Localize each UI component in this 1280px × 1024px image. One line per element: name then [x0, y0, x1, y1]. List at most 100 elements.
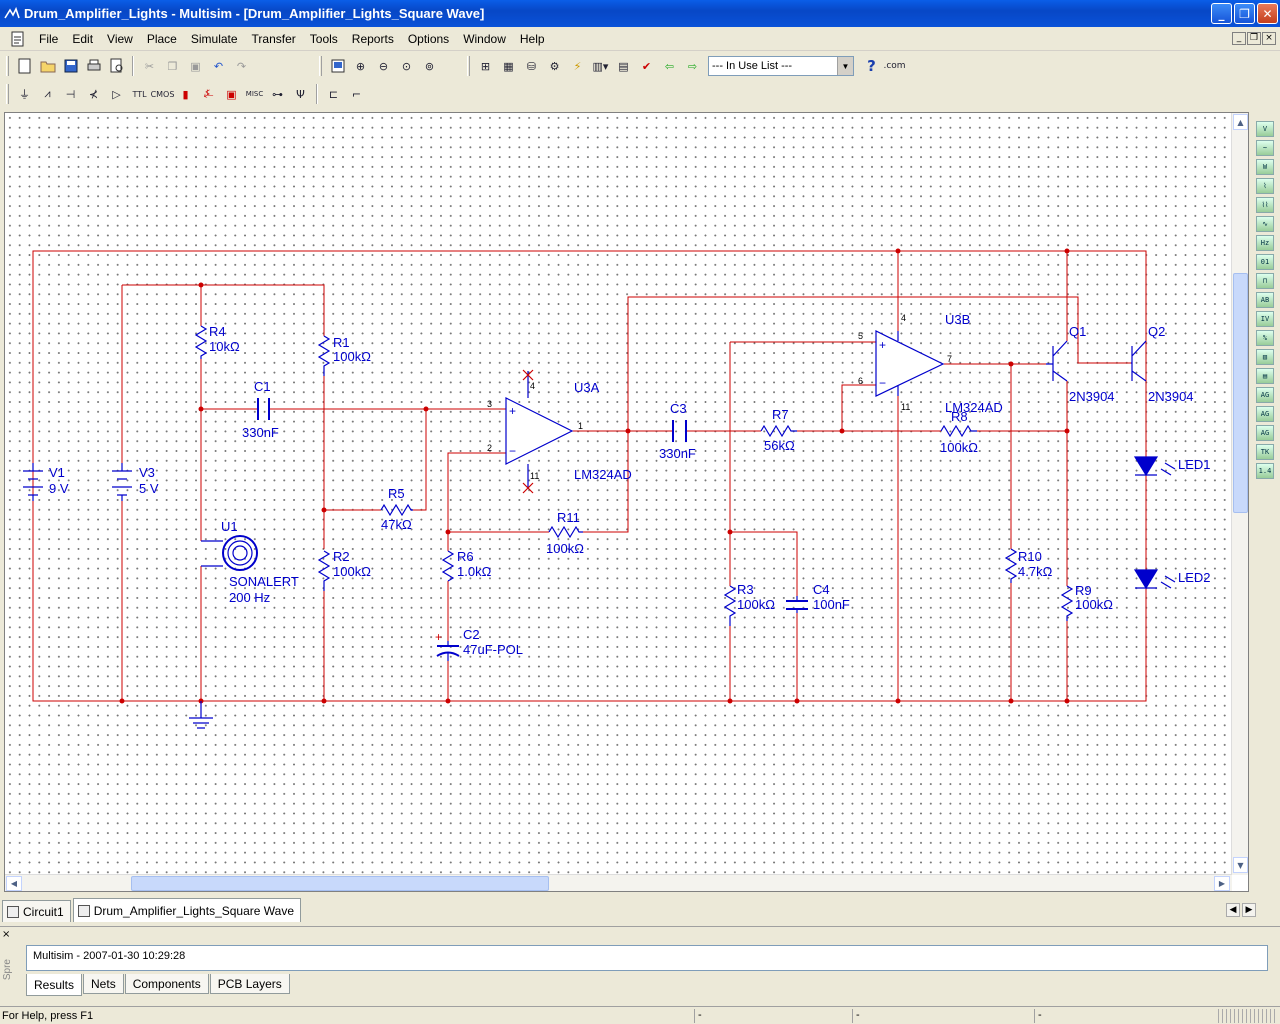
minimize-button[interactable]: _: [1211, 3, 1232, 24]
logic-converter-icon[interactable]: AB: [1256, 292, 1274, 308]
create-component-icon[interactable]: ⚙: [549, 59, 560, 73]
agilent-generator-icon[interactable]: AG: [1256, 387, 1274, 403]
four-channel-oscilloscope-icon[interactable]: ⌇⌇: [1256, 197, 1274, 213]
zoom-out-icon[interactable]: ⊖: [378, 59, 389, 73]
schematic-canvas[interactable]: V1 9 V V3 5 V R4 10kΩ R1 100kΩ C1 330nF …: [5, 113, 1232, 875]
document-icon[interactable]: [10, 31, 26, 47]
oscilloscope-icon[interactable]: ⌇: [1256, 178, 1274, 194]
tab-scroll-left-icon[interactable]: ◀: [1226, 903, 1240, 917]
zoom-area-icon[interactable]: ⊙: [401, 59, 412, 73]
function-generator-icon[interactable]: ~: [1256, 140, 1274, 156]
menu-window[interactable]: Window: [463, 31, 506, 46]
menu-view[interactable]: View: [107, 31, 133, 46]
scroll-left-icon[interactable]: ◀: [6, 876, 22, 891]
tab-results[interactable]: Results: [26, 974, 83, 996]
network-analyzer-icon[interactable]: ▤: [1256, 368, 1274, 384]
tab-pcb-layers[interactable]: PCB Layers: [209, 974, 290, 994]
tektronix-oscilloscope-icon[interactable]: TK: [1256, 444, 1274, 460]
print-icon[interactable]: [82, 55, 105, 77]
logic-analyzer-icon[interactable]: ⊓: [1256, 273, 1274, 289]
bode-plotter-icon[interactable]: ∿: [1256, 216, 1274, 232]
design-toolbox-icon[interactable]: ⊞: [480, 59, 491, 73]
database-manager-icon[interactable]: ⛁: [526, 59, 537, 73]
distortion-analyzer-icon[interactable]: %: [1256, 330, 1274, 346]
scroll-up-icon[interactable]: ▲: [1233, 114, 1248, 130]
tab-circuit1[interactable]: Circuit1: [2, 900, 71, 922]
menu-simulate[interactable]: Simulate: [190, 31, 238, 46]
redo-icon[interactable]: ↷: [236, 59, 247, 73]
menu-help[interactable]: Help: [519, 31, 545, 46]
full-screen-icon[interactable]: [326, 55, 349, 77]
resize-grip-icon[interactable]: [1218, 1009, 1278, 1023]
mixed-component-icon[interactable]: ⍼: [203, 87, 214, 100]
new-file-icon[interactable]: [13, 55, 36, 77]
results-output[interactable]: Multisim - 2007-01-30 10:29:28: [26, 945, 1268, 971]
ttl-component-icon[interactable]: TTL: [132, 89, 147, 99]
basic-component-icon[interactable]: ⩘: [44, 87, 51, 100]
menu-reports[interactable]: Reports: [351, 31, 394, 46]
horizontal-scroll-thumb[interactable]: [131, 876, 549, 891]
schematic-drawing[interactable]: V1 9 V V3 5 V R4 10kΩ R1 100kΩ C1 330nF …: [5, 113, 1232, 875]
spreadsheet-close-icon[interactable]: ×: [2, 929, 11, 940]
bus-icon[interactable]: ⌐: [351, 87, 362, 101]
help-icon[interactable]: ?: [867, 57, 876, 75]
in-use-list-select[interactable]: --- In Use List --- ▼: [708, 56, 854, 76]
scroll-right-icon[interactable]: ▶: [1214, 876, 1230, 891]
cmos-component-icon[interactable]: CMOS: [150, 89, 175, 99]
electrical-rules-check-icon[interactable]: ✔: [641, 59, 652, 73]
menu-edit[interactable]: Edit: [72, 31, 94, 46]
rf-component-icon[interactable]: Ψ: [296, 87, 305, 101]
iv-analyzer-icon[interactable]: IV: [1256, 311, 1274, 327]
grapher-icon[interactable]: ▥▾: [592, 59, 609, 73]
zoom-in-icon[interactable]: ⊕: [355, 59, 366, 73]
tab-drum-amplifier-lights-square-wave[interactable]: Drum_Amplifier_Lights_Square Wave: [72, 898, 301, 922]
source-component-icon[interactable]: ⏚: [19, 88, 30, 101]
education-web-icon[interactable]: .com: [883, 61, 906, 71]
zoom-fit-icon[interactable]: ⊚: [424, 59, 435, 73]
mcu-component-icon[interactable]: ▮: [182, 87, 189, 101]
simulate-run-icon[interactable]: ⚡: [573, 59, 582, 73]
agilent-multimeter-icon[interactable]: AG: [1256, 406, 1274, 422]
menu-file[interactable]: File: [39, 31, 59, 46]
chevron-down-icon[interactable]: ▼: [837, 57, 853, 75]
word-generator-icon[interactable]: 01: [1256, 254, 1274, 270]
transistor-component-icon[interactable]: ⊀: [88, 87, 99, 101]
copy-icon[interactable]: ❐: [167, 59, 178, 73]
scroll-down-icon[interactable]: ▼: [1233, 857, 1248, 873]
undo-icon[interactable]: ↶: [213, 59, 224, 73]
labview-instrument-icon[interactable]: 1.4: [1256, 463, 1274, 479]
vertical-scrollbar[interactable]: ▲ ▼: [1231, 113, 1248, 875]
wattmeter-icon[interactable]: W: [1256, 159, 1274, 175]
mdi-close-button[interactable]: ×: [1262, 32, 1276, 45]
save-icon[interactable]: [59, 55, 82, 77]
tab-scroll-right-icon[interactable]: ▶: [1242, 903, 1256, 917]
misc-component-icon[interactable]: MISC: [245, 90, 264, 98]
menu-place[interactable]: Place: [146, 31, 177, 46]
diode-component-icon[interactable]: ⊣: [65, 87, 76, 101]
postprocessor-icon[interactable]: ▤: [618, 59, 629, 73]
schematic-workspace[interactable]: V1 9 V V3 5 V R4 10kΩ R1 100kΩ C1 330nF …: [4, 112, 1249, 892]
tab-components[interactable]: Components: [124, 974, 209, 994]
agilent-oscilloscope-icon[interactable]: AG: [1256, 425, 1274, 441]
paste-icon[interactable]: ▣: [190, 59, 201, 73]
menu-tools[interactable]: Tools: [309, 31, 338, 46]
hierarchical-block-icon[interactable]: ⊏: [328, 87, 339, 101]
horizontal-scrollbar[interactable]: ◀ ▶: [5, 874, 1232, 891]
maximize-button[interactable]: ❐: [1234, 3, 1255, 24]
tab-nets[interactable]: Nets: [83, 974, 124, 994]
analog-component-icon[interactable]: ▷: [112, 87, 121, 101]
print-preview-icon[interactable]: [105, 55, 128, 77]
electromechanical-component-icon[interactable]: ⊶: [272, 87, 283, 101]
mdi-restore-button[interactable]: ❐: [1247, 32, 1261, 45]
indicator-component-icon[interactable]: ▣: [226, 87, 237, 101]
close-button[interactable]: ✕: [1257, 3, 1278, 24]
spreadsheet-view-icon[interactable]: ▦: [503, 59, 514, 73]
back-annotate-icon[interactable]: ⇦: [664, 59, 675, 73]
multimeter-icon[interactable]: V: [1256, 121, 1274, 137]
vertical-scroll-thumb[interactable]: [1233, 273, 1248, 513]
cut-icon[interactable]: ✂: [144, 59, 155, 73]
forward-annotate-icon[interactable]: ⇨: [687, 59, 698, 73]
menu-transfer[interactable]: Transfer: [251, 31, 296, 46]
menu-options[interactable]: Options: [407, 31, 450, 46]
open-folder-icon[interactable]: [36, 55, 59, 77]
